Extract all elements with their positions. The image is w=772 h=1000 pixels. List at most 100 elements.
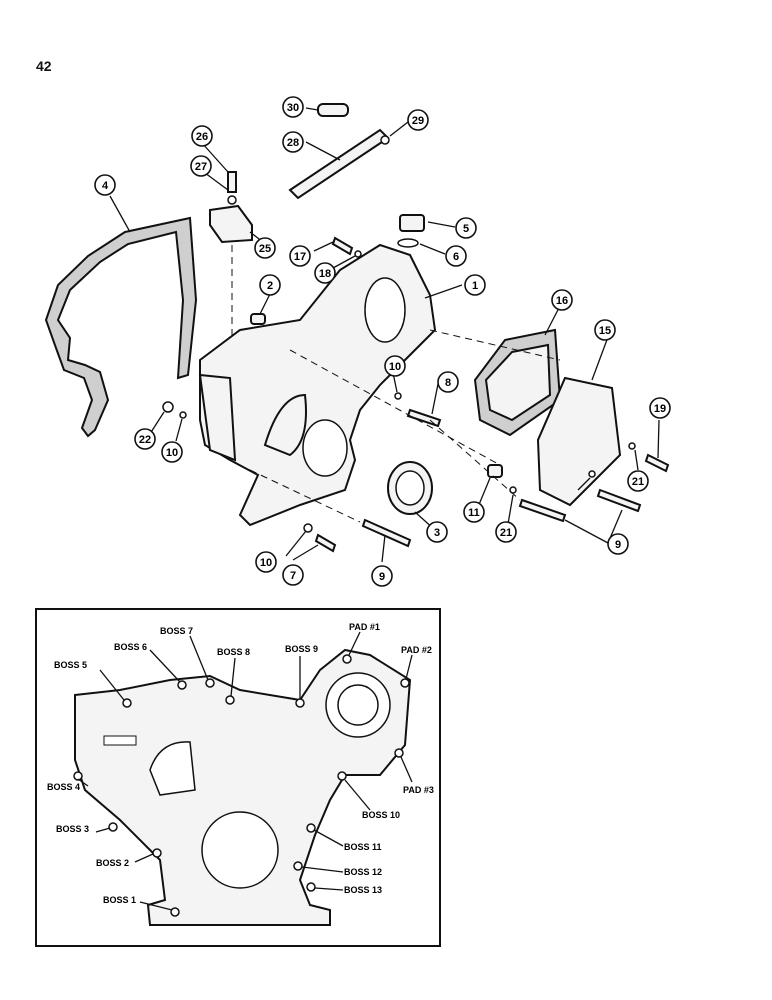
svg-text:28: 28 bbox=[287, 137, 299, 149]
svg-text:30: 30 bbox=[287, 102, 299, 114]
dowel-11 bbox=[487, 464, 503, 478]
svg-text:2: 2 bbox=[267, 280, 273, 292]
svg-text:5: 5 bbox=[463, 223, 469, 235]
callout-9b: 9 bbox=[607, 533, 629, 555]
dowel-pin bbox=[250, 313, 266, 325]
seal-bore bbox=[395, 470, 425, 506]
callout-10c: 10 bbox=[255, 551, 277, 573]
bolt-8 bbox=[406, 408, 442, 428]
inset-crank-bore bbox=[201, 811, 279, 889]
svg-text:17: 17 bbox=[294, 251, 306, 263]
label-boss-13: BOSS 13 bbox=[344, 885, 382, 895]
callout-21a: 21 bbox=[495, 521, 517, 543]
alignment-line bbox=[289, 349, 501, 466]
callout-15: 15 bbox=[594, 319, 616, 341]
washer-18 bbox=[354, 250, 362, 258]
callout-5: 5 bbox=[455, 217, 477, 239]
svg-text:1: 1 bbox=[472, 280, 478, 292]
front-cover-gasket bbox=[44, 216, 198, 438]
label-pad-2: PAD #2 bbox=[401, 645, 432, 655]
callout-21b: 21 bbox=[627, 470, 649, 492]
mounting-bracket bbox=[209, 204, 253, 244]
callout-27: 27 bbox=[190, 155, 212, 177]
label-boss-12: BOSS 12 bbox=[344, 867, 382, 877]
cover-window bbox=[263, 393, 307, 457]
callout-7: 7 bbox=[282, 564, 304, 586]
svg-text:10: 10 bbox=[260, 557, 272, 569]
bolt-9b bbox=[596, 488, 642, 513]
page-number: 42 bbox=[36, 58, 52, 74]
callout-10b: 10 bbox=[384, 355, 406, 377]
bolt-9a bbox=[518, 498, 567, 523]
svg-text:15: 15 bbox=[599, 325, 611, 337]
washer-21b bbox=[588, 470, 596, 478]
svg-text:11: 11 bbox=[468, 507, 480, 519]
label-boss-7: BOSS 7 bbox=[160, 626, 193, 636]
callout-16: 16 bbox=[551, 289, 573, 311]
nut-22 bbox=[162, 401, 174, 413]
svg-text:29: 29 bbox=[412, 115, 424, 127]
label-boss-5: BOSS 5 bbox=[54, 660, 87, 670]
callout-25: 25 bbox=[254, 237, 276, 259]
access-cover-plate bbox=[536, 376, 622, 507]
svg-text:9: 9 bbox=[615, 539, 621, 551]
svg-text:19: 19 bbox=[654, 403, 666, 415]
callout-6: 6 bbox=[445, 245, 467, 267]
bolt-7 bbox=[314, 533, 337, 553]
label-boss-8: BOSS 8 bbox=[217, 647, 250, 657]
washer-10b bbox=[394, 392, 402, 400]
label-boss-2: BOSS 2 bbox=[96, 858, 129, 868]
svg-text:6: 6 bbox=[453, 251, 459, 263]
callout-9a: 9 bbox=[371, 565, 393, 587]
callout-19: 19 bbox=[649, 397, 671, 419]
label-boss-9: BOSS 9 bbox=[285, 644, 318, 654]
svg-text:3: 3 bbox=[434, 527, 440, 539]
inset-boss-markers bbox=[73, 654, 410, 917]
bolt-9c bbox=[361, 518, 412, 548]
svg-text:8: 8 bbox=[445, 377, 451, 389]
label-boss-6: BOSS 6 bbox=[114, 642, 147, 652]
washer-10a bbox=[179, 411, 187, 419]
svg-text:25: 25 bbox=[259, 243, 271, 255]
callout-26: 26 bbox=[191, 125, 213, 147]
svg-text:22: 22 bbox=[139, 434, 151, 446]
callout-28: 28 bbox=[282, 131, 304, 153]
callout-29: 29 bbox=[407, 109, 429, 131]
svg-text:16: 16 bbox=[556, 295, 568, 307]
alignment-line bbox=[429, 419, 521, 501]
alignment-line bbox=[429, 329, 561, 361]
label-pad-1: PAD #1 bbox=[349, 622, 380, 632]
label-boss-1: BOSS 1 bbox=[103, 895, 136, 905]
washer-21a bbox=[509, 486, 517, 494]
boss-pad-inset: BOSS 1 BOSS 2 BOSS 3 BOSS 4 BOSS 5 BOSS … bbox=[35, 608, 441, 947]
exploded-view: 1 2 3 4 5 6 7 8 9 9 10 10 10 11 15 16 17… bbox=[44, 96, 671, 587]
plug bbox=[399, 214, 425, 232]
inset-pump-bore-inner bbox=[337, 684, 379, 726]
callout-2: 2 bbox=[259, 274, 281, 296]
gasket-opening bbox=[484, 343, 552, 422]
plug-washer bbox=[397, 238, 419, 248]
svg-text:9: 9 bbox=[379, 571, 385, 583]
callout-30: 30 bbox=[282, 96, 304, 118]
callout-3: 3 bbox=[426, 521, 448, 543]
callout-10a: 10 bbox=[161, 441, 183, 463]
label-boss-4: BOSS 4 bbox=[47, 782, 80, 792]
label-pad-3: PAD #3 bbox=[403, 785, 434, 795]
svg-text:4: 4 bbox=[102, 180, 109, 192]
label-boss-11: BOSS 11 bbox=[344, 842, 382, 852]
callout-8: 8 bbox=[437, 371, 459, 393]
inset-slot bbox=[103, 735, 137, 746]
callout-4: 4 bbox=[94, 174, 116, 196]
washer-10c bbox=[303, 523, 313, 533]
callout-17: 17 bbox=[289, 245, 311, 267]
label-boss-3: BOSS 3 bbox=[56, 824, 89, 834]
crankshaft-seal-bore bbox=[302, 419, 348, 477]
washer-27 bbox=[227, 195, 237, 205]
svg-text:26: 26 bbox=[196, 131, 208, 143]
callout-1: 1 bbox=[464, 274, 486, 296]
callout-11: 11 bbox=[463, 501, 485, 523]
callout-18: 18 bbox=[314, 262, 336, 284]
svg-text:10: 10 bbox=[389, 361, 401, 373]
inset-leaders bbox=[77, 631, 413, 911]
